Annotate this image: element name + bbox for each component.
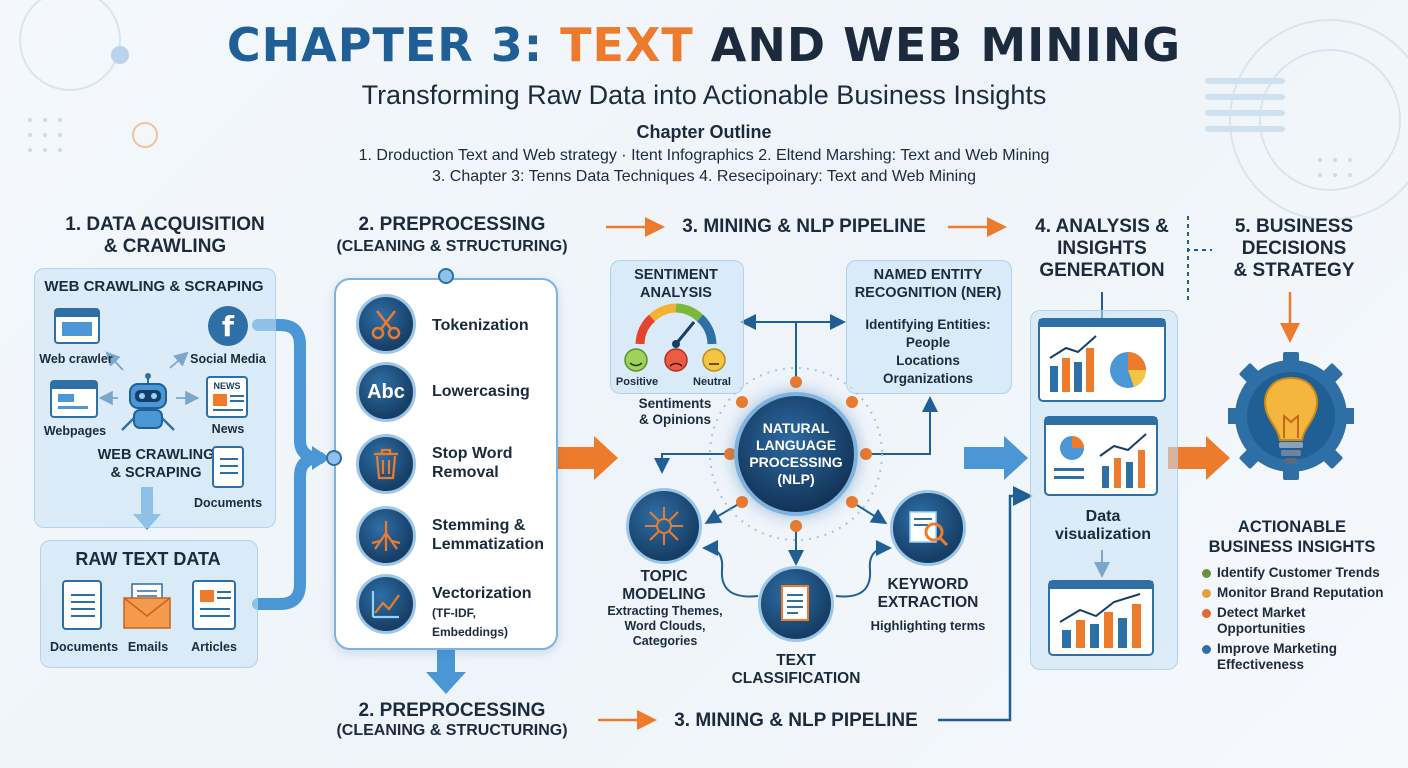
page-subtitle: Transforming Raw Data into Actionable Bu…: [361, 80, 1047, 110]
scissors-icon: [356, 294, 416, 354]
sentiment-gauge-icon: [635, 303, 717, 348]
stop-word-removal-label: Stop Word Removal: [432, 445, 513, 481]
page-title: CHAPTER 3: TEXT AND WEB MINING: [0, 18, 1408, 72]
facebook-icon: f: [208, 306, 248, 346]
text-document-icon: [758, 566, 834, 642]
raw-text-data-title: RAW TEXT DATA: [75, 549, 221, 569]
preprocess-step-tokenization: Tokenization: [340, 292, 550, 358]
section2-bottom-subheading: (CLEANING & STRUCTURING): [336, 722, 568, 739]
browser-window-icon: [54, 308, 100, 344]
bullet-dot: [1202, 645, 1211, 654]
insight-item: Identify Customer Trends: [1202, 565, 1402, 581]
insight-item: Improve Marketing Effectiveness: [1202, 641, 1402, 673]
vectorization-note: (TF-IDF, Embeddings): [432, 606, 509, 639]
outline-line-2: 3. Chapter 3: Tenns Data Techniques 4. R…: [431, 168, 977, 185]
section5-heading: 5. BUSINESS DECISIONS & STRATEGY: [1233, 216, 1355, 281]
title-part-chapter: CHAPTER 3:: [226, 18, 544, 72]
keyword-extraction-title: KEYWORD EXTRACTION: [877, 576, 979, 611]
card-top-connector: [438, 268, 454, 284]
ner-body: Identifying Entities: People Locations O…: [865, 317, 991, 386]
preprocess-step-stopword: Stop Word Removal: [340, 432, 550, 498]
card-left-connector: [326, 450, 342, 466]
vectorization-label: Vectorization: [432, 585, 532, 602]
bar-chart-icon: [1048, 580, 1154, 656]
topic-modeling-body: Extracting Themes, Word Clouds, Categori…: [607, 604, 723, 648]
ner-title: NAMED ENTITY RECOGNITION (NER): [854, 267, 1002, 301]
robot-caption: WEB CRAWLING & SCRAPING: [97, 447, 215, 481]
dashboard-report-icon: [1044, 416, 1158, 496]
text-classification-label: TEXT CLASSIFICATION: [731, 652, 861, 687]
trash-bin-icon: [356, 434, 416, 494]
sentiments-caption: Sentiments & Opinions: [638, 396, 712, 427]
topic-network-icon: [626, 488, 702, 564]
news-label: News: [211, 422, 245, 436]
keyword-search-icon: [890, 490, 966, 566]
bullet-dot: [1202, 568, 1211, 578]
email-envelope-icon: [123, 583, 171, 629]
newspaper-icon: NEWS: [206, 376, 248, 418]
news-icon-text: NEWS: [213, 381, 241, 391]
lowercasing-label: Lowercasing: [432, 383, 530, 400]
documents-icon: [62, 580, 102, 630]
sentiment-faces-icon: [624, 348, 726, 372]
bullet-dot: [1202, 609, 1211, 618]
tokenization-label: Tokenization: [432, 317, 529, 334]
section3-heading: 3. MINING & NLP PIPELINE: [682, 216, 926, 237]
raw-emails-label: Emails: [127, 640, 169, 654]
raw-articles-label: Articles: [191, 640, 237, 654]
positive-label: Positive: [615, 376, 659, 388]
web-crawling-panel-title: WEB CRAWLING & SCRAPING: [44, 278, 264, 295]
lightbulb-gear-icon: [1228, 352, 1354, 480]
insight-text: Improve Marketing Effectiveness: [1217, 641, 1338, 672]
nlp-core-label: NATURAL LANGUAGE PROCESSING (NLP): [749, 420, 843, 487]
actionable-insights-title: ACTIONABLE BUSINESS INSIGHTS: [1208, 518, 1376, 556]
section2-bottom-heading: 2. PREPROCESSING: [358, 700, 546, 721]
section1-heading: 1. DATA ACQUISITION & CRAWLING: [65, 214, 265, 257]
insight-item: Monitor Brand Reputation: [1202, 585, 1402, 601]
outline-line-1: 1. Droduction Text and Web strategy · It…: [358, 147, 1050, 164]
section2-heading: 2. PREPROCESSING: [358, 214, 546, 235]
insight-text: Monitor Brand Reputation: [1217, 585, 1384, 600]
abc-text-icon: Abc: [356, 362, 416, 422]
neutral-label: Neutral: [693, 376, 731, 388]
dashboard-chart-icon: [1038, 318, 1166, 402]
nlp-core-circle: [734, 392, 858, 516]
webpages-icon: [50, 380, 98, 418]
preprocess-step-vectorization: Vectorization (TF-IDF, Embeddings): [340, 572, 550, 639]
section3-bottom-heading: 3. MINING & NLP PIPELINE: [674, 710, 918, 731]
insight-text: Identify Customer Trends: [1217, 565, 1380, 580]
documents-top-label: Documents: [193, 496, 263, 510]
data-visualization-label: Data visualization: [1054, 508, 1152, 543]
raw-documents-label: Documents: [49, 640, 119, 654]
bullet-dot: [1202, 588, 1211, 598]
webpages-label: Webpages: [43, 424, 107, 438]
articles-icon: [192, 580, 236, 630]
topic-modeling-title: TOPIC MODELING: [622, 568, 706, 603]
insight-item: Detect Market Opportunities: [1202, 605, 1402, 637]
outline-heading: Chapter Outline: [636, 122, 772, 142]
section4-heading: 4. ANALYSIS & INSIGHTS GENERATION: [1035, 216, 1169, 281]
web-crawler-label: Web crawler: [39, 352, 113, 366]
social-media-label: Social Media: [190, 352, 266, 366]
document-icon: [212, 446, 244, 488]
title-part-text: TEXT: [560, 18, 694, 72]
insights-list: Identify Customer Trends Monitor Brand R…: [1202, 565, 1402, 677]
roots-icon: [356, 506, 416, 566]
preprocess-step-stemming: Stemming & Lemmatization: [340, 504, 550, 570]
keyword-extraction-body: Highlighting terms: [870, 618, 986, 633]
title-part-web-mining: AND WEB MINING: [710, 18, 1182, 72]
stemming-label: Stemming & Lemmatization: [432, 517, 545, 553]
preprocess-step-lowercasing: Abc Lowercasing: [340, 360, 550, 426]
vector-chart-icon: [356, 574, 416, 634]
ner-panel: [846, 260, 1012, 394]
insight-text: Detect Market Opportunities: [1217, 605, 1306, 636]
sentiment-title: SENTIMENT ANALYSIS: [634, 267, 718, 301]
section2-subheading: (CLEANING & STRUCTURING): [336, 238, 568, 255]
robot-crawler-icon: [121, 373, 175, 431]
